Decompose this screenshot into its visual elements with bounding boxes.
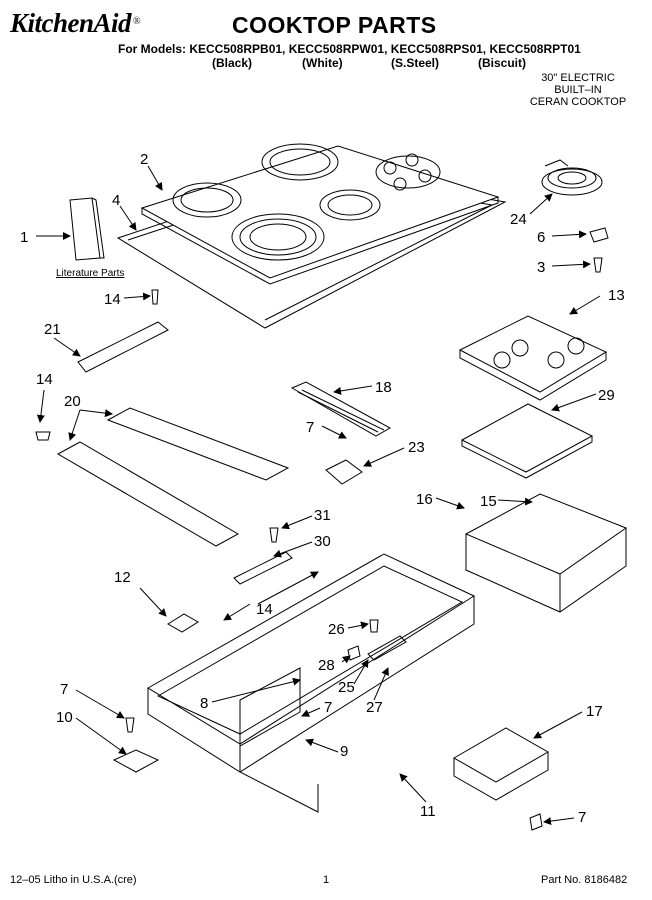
- callout-label: 27: [366, 699, 383, 716]
- label-part: [167, 613, 199, 633]
- footer-litho: 12–05 Litho in U.S.A.(cre): [10, 874, 137, 886]
- callout-label: 31: [314, 507, 331, 524]
- callout-label: 15: [480, 493, 497, 510]
- callout-label: 8: [200, 695, 208, 712]
- clip-part: [589, 227, 609, 243]
- callout-label: 20: [64, 393, 81, 410]
- literature-part: [69, 197, 101, 261]
- callout-label: 25: [338, 679, 355, 696]
- callout-label: 3: [537, 259, 545, 276]
- mounting-bracket-part: [325, 459, 363, 485]
- screw-part: [593, 257, 603, 273]
- callout-label: 23: [408, 439, 425, 456]
- product-type-line: BUILT–IN: [554, 84, 602, 96]
- callout-label: 6: [537, 229, 545, 246]
- bracket-part: [77, 321, 169, 373]
- callout-label: 13: [608, 287, 625, 304]
- glass-cooktop-part: [140, 145, 500, 279]
- callout-label: 16: [416, 491, 433, 508]
- terminal-block-part: [367, 635, 407, 661]
- wire-harness-part: [290, 381, 392, 437]
- rail-part: [106, 407, 290, 481]
- brand-logo: KitchenAid®: [10, 8, 141, 38]
- literature-parts-label: Literature Parts: [56, 268, 124, 279]
- callout-label: 1: [20, 229, 28, 246]
- mounting-plate-part: [460, 403, 594, 473]
- callout-label: 24: [510, 211, 527, 228]
- variant-biscuit: (Biscuit): [478, 56, 526, 70]
- control-board-part: [458, 315, 608, 393]
- part-number: Part No. 8186482: [541, 874, 628, 886]
- callout-label: 18: [375, 379, 392, 396]
- product-type: 30" ELECTRIC BUILT–IN CERAN COOKTOP: [520, 72, 636, 108]
- callout-label: 21: [44, 321, 61, 338]
- callout-labels: 1 2 4 24 6 3 14 21 13 18 14 20 29 7 23 1…: [20, 151, 625, 826]
- variant-black: (Black): [212, 56, 253, 70]
- callout-label: 29: [598, 387, 615, 404]
- callout-label: 10: [56, 709, 73, 726]
- junction-box-part: [452, 727, 550, 783]
- variant-steel: (S.Steel): [391, 56, 440, 70]
- callout-label: 28: [318, 657, 335, 674]
- callout-label: 30: [314, 533, 331, 550]
- callout-label: 14: [104, 291, 121, 308]
- callout-label: 7: [324, 699, 332, 716]
- callout-label: 7: [578, 809, 586, 826]
- plate-part: [112, 749, 160, 773]
- callout-label: 4: [112, 192, 120, 209]
- callout-label: 14: [256, 601, 273, 618]
- callout-label: 7: [60, 681, 68, 698]
- callout-label: 7: [306, 419, 314, 436]
- callout-label: 11: [420, 803, 436, 820]
- heat-shield-part: [239, 667, 301, 747]
- terminal-strip-part: [233, 551, 293, 585]
- base-pan-part: [147, 553, 476, 745]
- page-title: COOKTOP PARTS: [232, 12, 437, 38]
- variant-white: (White): [302, 56, 343, 70]
- callout-label: 26: [328, 621, 345, 638]
- callout-label: 9: [340, 743, 348, 760]
- page-number: 1: [323, 874, 330, 886]
- product-type-line: 30" ELECTRIC: [541, 72, 615, 84]
- callout-label: 2: [140, 151, 148, 168]
- models-line: For Models: KECC508RPB01, KECC508RPW01, …: [118, 42, 581, 56]
- callout-label: 14: [36, 371, 53, 388]
- heating-element-part: [541, 168, 603, 196]
- product-type-line: CERAN COOKTOP: [529, 96, 627, 108]
- callout-label: 17: [586, 703, 603, 720]
- callout-label: 12: [114, 569, 131, 586]
